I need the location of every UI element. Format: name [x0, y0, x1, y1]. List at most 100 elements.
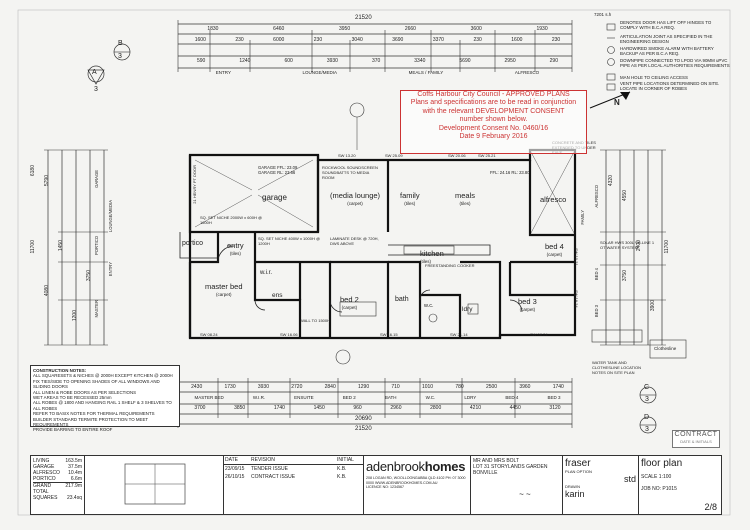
job-number: JOB NO: P1015 [641, 486, 677, 492]
room-media-sub: (carpet) [347, 201, 363, 206]
top-dim: 1830 [207, 26, 219, 32]
bottom-room-label: BED 4 [505, 395, 519, 400]
window-tag: SW 20.06 [448, 153, 466, 158]
garage-note: GARAGE FFL: 23.09 GARAGE RL: 23.66 [258, 165, 297, 175]
room-family-sub: (tiles) [404, 201, 416, 206]
top-dim: 3690 [392, 37, 404, 43]
top-dim: 6460 [273, 26, 285, 32]
revision-header-init: INITIAL [337, 457, 354, 463]
section-letter: B [118, 40, 123, 47]
room-meals: meals (tiles) [455, 192, 475, 208]
drawn-label: DRAWN [565, 484, 580, 489]
area-label: GARAGE [33, 464, 55, 470]
section-marker-c-right [639, 386, 657, 404]
room-bath: bath [395, 296, 409, 303]
left-dim: 1200 [72, 310, 78, 322]
room-alfresco: alfresco [540, 195, 567, 204]
legend-note: DENOTES DOOR HAS LIFT OFF HINGES TO COMP… [620, 20, 712, 31]
revision-row: 23/09/15 TENDER ISSUE K.B. [223, 465, 363, 473]
top-dim: 600 [284, 58, 293, 64]
key-plan [85, 456, 224, 514]
window-tag: SW 16.06 [280, 332, 298, 337]
top-dim: 230 [473, 37, 482, 43]
stamp-line: Plans and specifications are to be read … [410, 99, 577, 107]
top-dim: 2660 [404, 26, 416, 32]
room-portico: portico [182, 240, 204, 247]
section-marker-6-bottom [335, 349, 351, 365]
construction-notes-title: CONSTRUCTION NOTES: [33, 368, 87, 373]
top-dim: 2950 [504, 58, 516, 64]
room-master-sub: (carpet) [216, 292, 232, 297]
area-value: 6.6m [70, 476, 82, 482]
design-block: fraser PLAN OPTION std DRAWN karin [563, 456, 639, 514]
section-number: 3 [645, 396, 649, 403]
area-label: LIVING [33, 458, 50, 464]
section-number: 3 [118, 53, 122, 60]
room-bed3-label: bed 3 [518, 297, 537, 306]
top-room-label: ALFRESCO [514, 70, 540, 75]
bottom-dim: 1450 [313, 405, 325, 411]
top-dim: 1930 [536, 26, 548, 32]
room-bed2-label: bed 2 [340, 295, 359, 304]
top-dim: 230 [551, 37, 561, 43]
revision-init: K.B. [337, 466, 347, 472]
window-tag: SW 25.09 [385, 153, 403, 158]
top-dim: 3950 [339, 26, 351, 32]
drawn-by: karin [565, 489, 585, 499]
bottom-dim: 2800 [430, 405, 442, 411]
stamp-line: Coffs Harbour City Council - APPROVED PL… [417, 91, 570, 98]
revisions-table: DATE REVISION INITIAL 23/09/15 TENDER IS… [223, 456, 364, 514]
contract-stamp-title: CONTRACT [674, 431, 718, 438]
top-dims-row2: 1600 230 6000 230 3040 3690 3370 230 160… [180, 37, 575, 43]
window-tag: SW 08.24 [530, 332, 548, 337]
left-label: LOUNGE/MEDIA [108, 200, 113, 233]
right-label: BED 4 [594, 268, 599, 281]
room-wir: w.i.r. [260, 270, 273, 276]
left-dim: 6180 [30, 165, 36, 177]
contract-stamp: CONTRACT DATE & INITIALS [672, 430, 720, 448]
north-label: N [614, 98, 620, 107]
bottom-dim: 3700 [194, 405, 206, 411]
right-dim: 11700 [664, 240, 670, 254]
room-bed3: bed 3 (carpet) [518, 298, 537, 314]
north-arrow-icon [589, 91, 631, 109]
bottom-dims-row1: 2430 1730 3930 2720 2840 1290 710 1010 7… [180, 384, 575, 390]
council-approval-stamp: Coffs Harbour City Council - APPROVED PL… [400, 90, 587, 154]
bottom-room-label: BATH [384, 395, 397, 400]
top-dims-row1: 1830 6460 3950 2660 3600 1930 [180, 26, 575, 32]
left-dim: 5790 [44, 175, 50, 187]
left-label: MASTER [94, 300, 99, 318]
company-name-a: adenbrook [366, 459, 425, 474]
garage-rl: GARAGE RL: 23.66 [258, 170, 296, 175]
top-dim: 1600 [194, 37, 206, 43]
room-meals-sub: (tiles) [459, 201, 471, 206]
section-number: 3 [645, 426, 649, 433]
room-entry-sub: (tiles) [229, 251, 241, 256]
room-family: family (tiles) [400, 192, 420, 208]
top-dim: 590 [197, 58, 206, 64]
bottom-room-labels: MASTER BED W.I.R. ENSUITE BED 2 BATH W.C… [180, 395, 575, 400]
top-dim: 6000 [273, 37, 285, 43]
room-bed4: bed 4 (carpet) [545, 243, 564, 259]
top-room-label: ENTRY [215, 70, 231, 75]
sheet-border [17, 9, 731, 516]
room-kitchen-sub: (tiles) [420, 259, 431, 264]
key-plan-sketch [124, 463, 186, 505]
company-licence: LICENCE NO: 1234567 [366, 485, 404, 489]
bottom-dim: 780 [455, 384, 464, 390]
dim-overall-bottom-outer: 21520 [355, 426, 372, 432]
right-label: FAMILY [580, 210, 585, 225]
room-bed4-label: bed 4 [545, 242, 564, 251]
legend-code: 7201 s.h [594, 12, 612, 17]
section-letter: C [644, 384, 650, 391]
bottom-dim: 3120 [549, 405, 561, 411]
bottom-dim: 1010 [421, 384, 434, 390]
revision-date: 26/10/15 [225, 474, 245, 480]
revision-init: K.B. [337, 474, 347, 480]
bottom-room-label: ENSUITE [294, 395, 314, 400]
right-dim: 3900 [650, 300, 656, 312]
left-dim: 3750 [86, 270, 92, 282]
right-label: BED 3 [594, 305, 599, 318]
